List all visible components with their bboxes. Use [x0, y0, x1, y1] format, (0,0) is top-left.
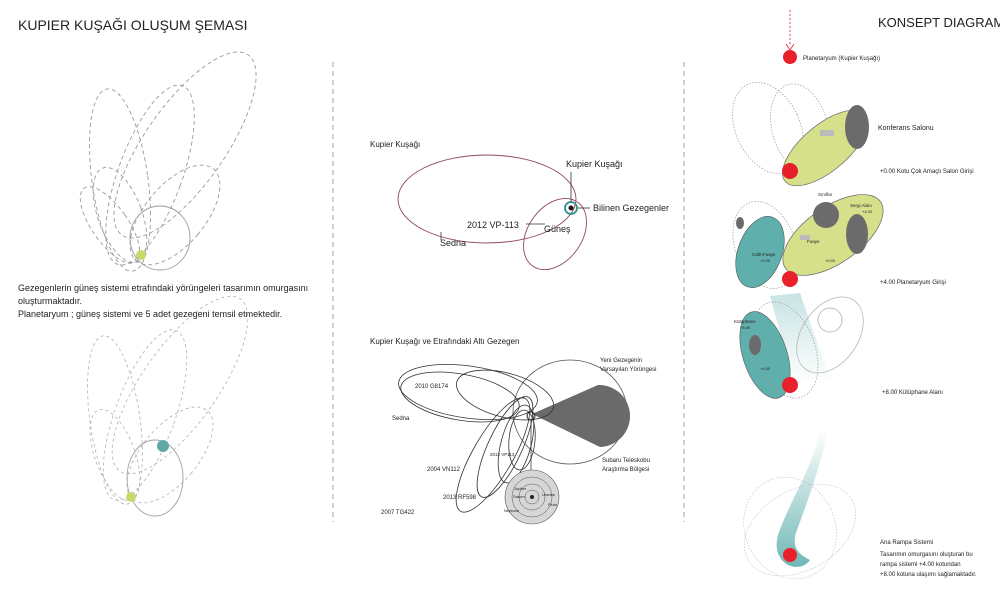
tno-orbits	[398, 364, 555, 513]
label-vn112: 2004 VN112	[427, 467, 461, 473]
level-1-diagram	[732, 82, 869, 187]
caption-line-2: oluşturmaktadır.	[18, 296, 82, 306]
orbit-solid-top	[129, 205, 191, 271]
sun-marker-top	[136, 250, 146, 260]
label-jupiter: Jupiter	[514, 486, 527, 491]
label-rf598: 2013 RF598	[443, 495, 477, 501]
label-subaru-2: Araştırma Bölgesi	[602, 467, 649, 473]
label-library-level: +8.00	[740, 325, 751, 330]
label-neptune: Neptune	[504, 508, 520, 513]
level-1-caption: Konferans Salonu	[878, 125, 934, 132]
label-cafe: Cafe-Fuaye	[752, 252, 776, 257]
label-tg422: 2007 TG422	[381, 510, 415, 516]
level-0-caption: +0.00 Kotu Çok Amaçlı Salon Girişi	[880, 169, 974, 175]
level-3-diagram	[739, 293, 864, 399]
label-exhibition: Sergi Alanı	[850, 203, 872, 208]
caption-line-3: Planetaryum ; güneş sistemi ve 5 adet ge…	[18, 309, 282, 319]
label-foyer: Fuaye	[807, 239, 820, 244]
level-4-caption: +4.00 Planetaryum Girişi	[880, 280, 946, 286]
label-saturn: Saturn	[513, 494, 525, 499]
caption-line-1: Gezegenlerin güneş sistemi etrafındaki y…	[18, 283, 308, 293]
sun-marker-bottom	[126, 492, 136, 502]
orbit-scheme-top	[79, 51, 257, 272]
legend-planetarium-dot	[783, 50, 797, 64]
label-uranus: Uranus	[542, 492, 555, 497]
left-title: KUPIER KUŞAĞI OLUŞUM ŞEMASI	[18, 17, 248, 33]
label-library: Kütüphane	[734, 319, 756, 324]
planet-marker-bottom	[157, 440, 169, 452]
solar-system-zoom	[504, 469, 560, 525]
kuiper-center	[526, 411, 536, 421]
ramp-text-1: Ana Rampa Sistemi	[880, 540, 933, 546]
label-sedna: Sedna	[440, 238, 466, 248]
level-8-caption: +8.00 Kütüphane Alanı	[882, 390, 943, 396]
label-pluto: Pluto	[548, 502, 558, 507]
ramp-diagram	[743, 430, 856, 580]
label-new-planet-1: Yeni Gezegenin	[600, 358, 642, 364]
label-known-planets: Bilinen Gezegenler	[593, 203, 669, 213]
label-sun: Güneş	[544, 224, 571, 234]
label-exhibition-level: +4.00	[862, 209, 873, 214]
label-new-planet-2: Varsayılan Yörüngesi	[600, 367, 656, 373]
label-subaru-1: Subaru Teleskobu	[602, 458, 650, 464]
diagram2-title: Kupier Kuşağı ve Etrafındaki Altı Gezege…	[370, 337, 519, 346]
right-title: KONSEPT DIAGRAM	[878, 15, 1000, 30]
subaru-wedge-cap	[598, 385, 627, 447]
sun-dot	[568, 205, 574, 211]
diagram1-title: Kupier Kuşağı	[370, 140, 420, 149]
label-zero: +0.00	[825, 258, 836, 263]
label-vp113: 2012 VP-113	[467, 220, 519, 230]
ramp-text-4: +8.00 kotuna ulaşımı sağlamaktadır.	[880, 572, 977, 578]
label-level3-level: +4.00	[760, 366, 771, 371]
label-classes: Sınıflar	[818, 192, 833, 197]
orbit-scheme-bottom	[87, 295, 249, 505]
legend-planetarium-label: Planetaryum (Kupier Kuşağı)	[803, 56, 880, 62]
label-vp113-2: 2012 VP113	[490, 452, 515, 457]
sedna-orbit	[397, 154, 577, 244]
vp113-orbit	[523, 198, 587, 270]
orbit-solid-bottom	[126, 439, 184, 517]
label-cafe-level: +0.00	[760, 258, 771, 263]
entry-arrow-head	[785, 43, 795, 51]
label-sedna-2: Sedna	[392, 416, 410, 422]
ramp-text-3: rampa sistemi +4.00 kotundan	[880, 562, 961, 568]
label-g174: 2010 G8174	[415, 384, 449, 390]
ramp-text-2: Tasarımın omurgasını oluşturan bu	[880, 552, 973, 558]
level-2-diagram	[732, 194, 884, 289]
label-kuiper: Kupier Kuşağı	[566, 159, 623, 169]
